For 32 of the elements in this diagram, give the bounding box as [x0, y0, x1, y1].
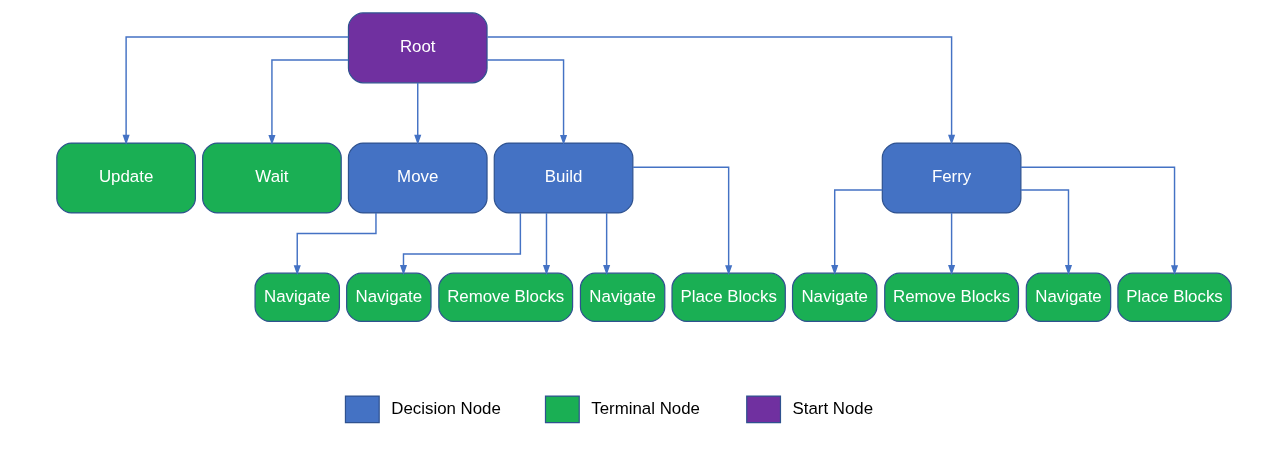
node-box: Place Blocks [670, 272, 786, 322]
arrow [267, 59, 349, 146]
legend-label: Decision Node [390, 398, 501, 418]
node-box: Navigate [791, 272, 877, 322]
arrow [486, 36, 955, 145]
arrow [830, 189, 883, 276]
legend-label: Terminal Node [590, 398, 700, 418]
node-box: Root [347, 12, 488, 84]
node-box: Navigate [345, 272, 432, 322]
node-box: Wait [201, 142, 342, 214]
node-box: Remove Blocks [437, 272, 573, 322]
node-box: Build [493, 142, 633, 214]
node-box: Navigate [253, 272, 340, 322]
arrow [486, 59, 567, 146]
arrow [947, 212, 955, 276]
node-box: Navigate [1025, 272, 1111, 322]
node-box: Remove Blocks [883, 272, 1019, 322]
node-box: Update [55, 142, 196, 214]
node-box: Move [347, 142, 488, 214]
arrow [399, 212, 521, 276]
arrow [1019, 166, 1178, 276]
arrow [413, 82, 421, 145]
arrow [122, 36, 349, 145]
arrow [542, 212, 550, 276]
arrow [602, 212, 610, 276]
arrow [1019, 189, 1072, 276]
node-box: Ferry [881, 142, 1021, 214]
node-box: Place Blocks [1116, 272, 1232, 322]
legend-label: Start Node [792, 398, 873, 418]
arrow [631, 166, 732, 276]
arrow [293, 212, 377, 276]
node-box: Navigate [579, 272, 665, 322]
